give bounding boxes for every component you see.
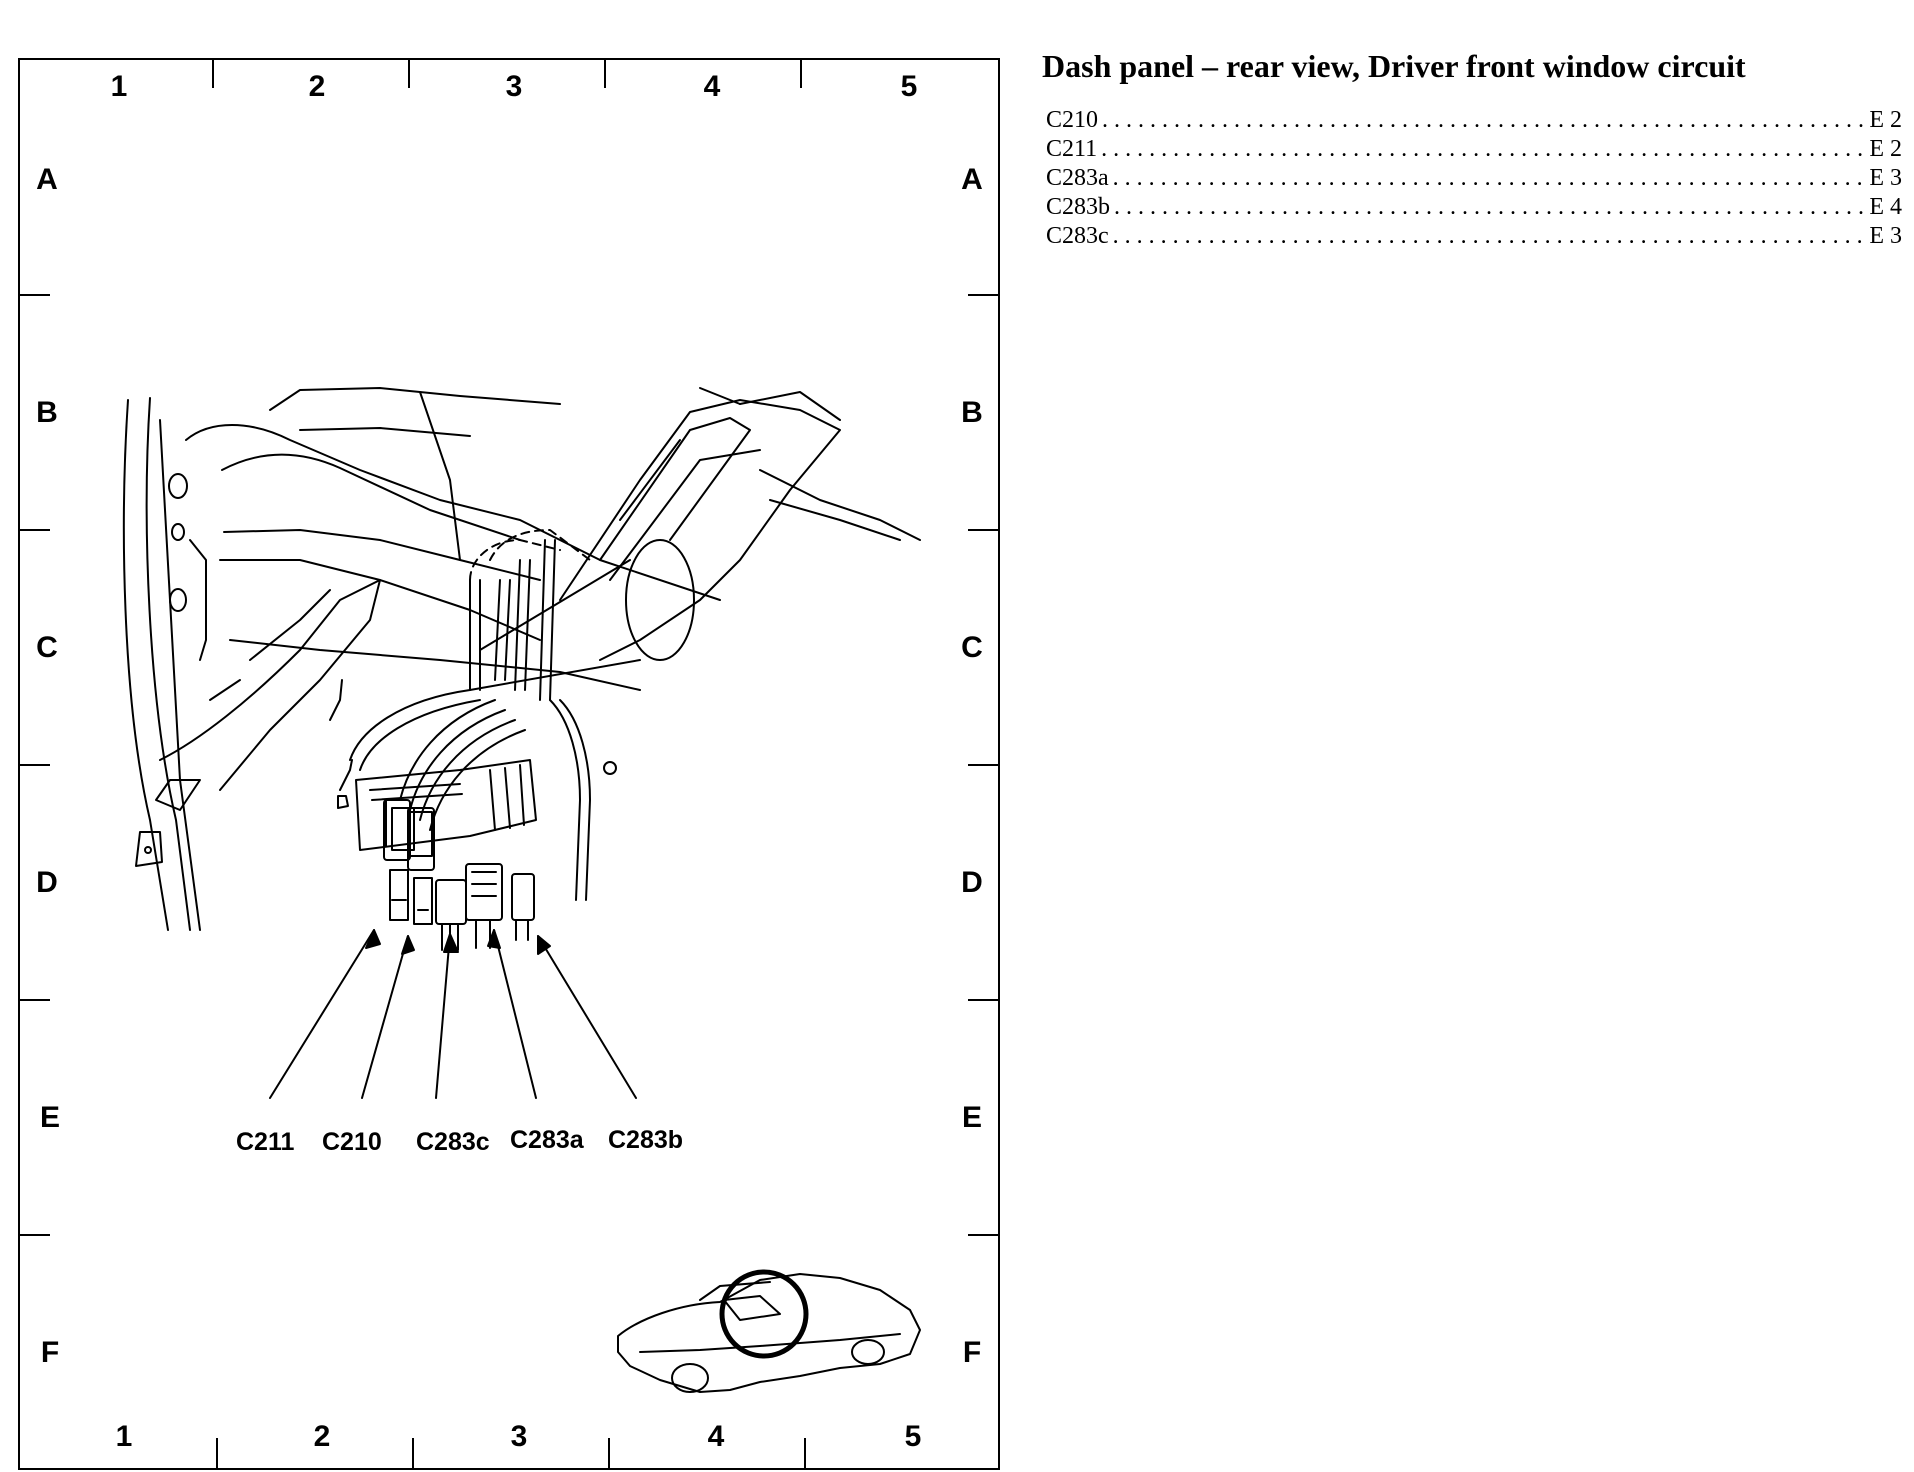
index-row: C210 E 2 (1046, 106, 1902, 135)
col-label-bottom-4: 4 (707, 1420, 725, 1453)
tick-bottom (804, 1438, 806, 1468)
row-label-right-b: B (961, 396, 983, 429)
harness-bundle (337, 529, 591, 901)
col-label-top-1: 1 (110, 70, 128, 103)
row-label-right-e: E (961, 1101, 982, 1134)
tick-right (968, 764, 1000, 766)
index-location: E 3 (1869, 165, 1902, 191)
row-label-left-f: F (40, 1336, 60, 1369)
callout-c283b: C283b (608, 1126, 684, 1154)
index-leader-dots (1114, 193, 1865, 222)
index-leader-dots (1113, 222, 1866, 251)
col-label-bottom-2: 2 (313, 1420, 331, 1453)
col-label-top-2: 2 (308, 70, 326, 103)
index-leader-dots (1101, 135, 1865, 164)
row-label-left-a: A (36, 163, 58, 196)
connector-c210-body (407, 807, 435, 925)
tick-left (18, 1234, 50, 1236)
index-leader-dots (1113, 164, 1866, 193)
index-location: E 3 (1869, 223, 1902, 249)
col-label-top-4: 4 (703, 70, 721, 103)
connector-c211-body (383, 799, 411, 921)
row-label-left-e: E (39, 1101, 60, 1134)
col-label-top-5: 5 (900, 70, 918, 103)
index-leader-dots (1102, 106, 1865, 135)
tick-left (18, 764, 50, 766)
tick-left (18, 999, 50, 1001)
tick-bottom (412, 1438, 414, 1468)
col-label-top-3: 3 (505, 70, 523, 103)
index-row: C283b E 4 (1046, 193, 1902, 222)
car-locator-icon (617, 1269, 921, 1393)
col-label-bottom-3: 3 (510, 1420, 528, 1453)
row-label-right-d: D (961, 866, 983, 899)
dash-crossmember (185, 387, 721, 691)
connector-c283b-body (511, 873, 535, 941)
col-label-bottom-5: 5 (904, 1420, 922, 1453)
tick-right (968, 1234, 1000, 1236)
tick-right (968, 999, 1000, 1001)
index-connector: C283a (1046, 165, 1109, 191)
connector-index: Dash panel – rear view, Driver front win… (1042, 44, 1902, 251)
index-connector: C211 (1046, 136, 1098, 162)
tick-top (408, 58, 410, 88)
tick-top (800, 58, 802, 88)
callout-c210: C210 (322, 1128, 382, 1156)
connector-index-list: C210 E 2 C211 E 2 C283a E 3 C283b E 4 C2… (1046, 106, 1902, 251)
tick-bottom (216, 1438, 218, 1468)
tick-top (604, 58, 606, 88)
index-row: C211 E 2 (1046, 135, 1902, 164)
row-label-left-d: D (36, 866, 58, 899)
tick-left (18, 529, 50, 531)
row-label-right-a: A (961, 163, 983, 196)
steering-column-support (469, 387, 921, 691)
row-label-left-c: C (36, 631, 58, 664)
callout-c283a: C283a (510, 1126, 584, 1154)
tick-top (212, 58, 214, 88)
index-row: C283a E 3 (1046, 164, 1902, 193)
callout-c283c: C283c (416, 1128, 490, 1156)
tick-bottom (608, 1438, 610, 1468)
index-connector: C283c (1046, 223, 1109, 249)
row-label-right-f: F (962, 1336, 982, 1369)
row-label-right-c: C (961, 631, 983, 664)
index-location: E 2 (1869, 136, 1902, 162)
tick-left (18, 294, 50, 296)
row-label-left-b: B (36, 396, 58, 429)
page-title: Dash panel – rear view, Driver front win… (1042, 48, 1746, 84)
callout-c211: C211 (236, 1128, 295, 1156)
connector-block (355, 759, 617, 857)
index-location: E 2 (1869, 107, 1902, 133)
tick-right (968, 294, 1000, 296)
index-row: C283c E 3 (1046, 222, 1902, 251)
index-connector: C210 (1046, 107, 1099, 133)
left-bracket (155, 579, 381, 811)
tick-right (968, 529, 1000, 531)
col-label-bottom-1: 1 (115, 1420, 133, 1453)
callout-leaders (269, 929, 637, 1099)
a-pillar-outline (122, 397, 207, 931)
index-location: E 4 (1869, 194, 1902, 220)
index-connector: C283b (1046, 194, 1111, 220)
